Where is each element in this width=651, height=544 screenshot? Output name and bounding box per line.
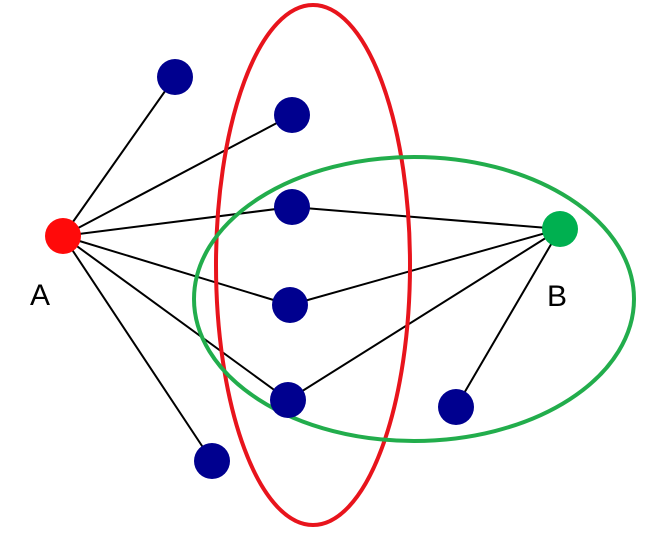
edge-a-to-node-2 <box>62 114 293 237</box>
edge-b-to-node-6 <box>455 228 561 408</box>
blue-node-2 <box>274 97 310 133</box>
edges-from-b <box>287 206 561 408</box>
blue-node-7 <box>194 443 230 479</box>
edge-a-to-node-4 <box>62 235 291 306</box>
red-ellipse <box>214 3 412 527</box>
edge-b-to-node-3 <box>291 206 561 230</box>
edge-a-to-node-5 <box>62 235 289 401</box>
edges-from-a <box>62 76 293 462</box>
node-a <box>45 218 81 254</box>
blue-nodes <box>157 59 474 479</box>
edge-b-to-node-5 <box>287 228 561 401</box>
blue-node-5 <box>270 382 306 418</box>
edge-a-to-node-3 <box>62 206 293 237</box>
node-b <box>542 211 578 247</box>
edge-b-to-node-4 <box>289 228 561 306</box>
blue-node-4 <box>272 287 308 323</box>
node-a-label: A <box>30 279 50 312</box>
green-ellipse <box>192 155 636 443</box>
blue-node-1 <box>157 59 193 95</box>
blue-node-3 <box>274 189 310 225</box>
node-b-label: B <box>547 280 567 313</box>
edge-a-to-node-1 <box>62 76 176 237</box>
blue-node-6 <box>438 389 474 425</box>
edge-a-to-node-7 <box>62 235 213 462</box>
